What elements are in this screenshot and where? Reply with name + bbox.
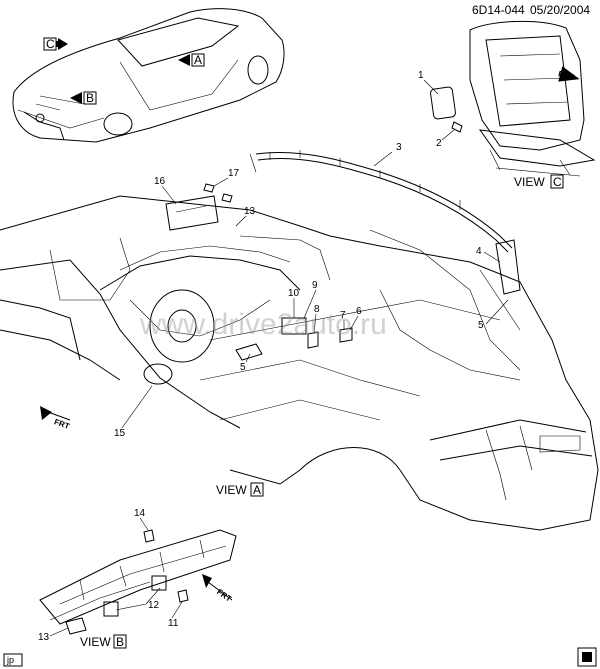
view-arrow-icon [178,53,205,67]
front-impact-sensor-12 [103,575,167,617]
callout-5-left: 5 [240,362,246,373]
curtain-inflator [495,239,521,295]
sensor-bolt-14 [143,529,155,543]
callout-7: 7 [340,310,346,321]
callout-15: 15 [114,428,126,439]
corner-code: jp [6,655,14,665]
callout-16: 16 [154,176,166,187]
sensor-bolt-11 [177,589,189,603]
roof-rail-curtain-airbag [249,150,513,253]
vehicle-body-outline [0,195,599,531]
callout-8: 8 [314,304,320,315]
knee-airbag-module [143,363,173,385]
callout-6: 6 [356,306,362,317]
view-c-letter: C [553,175,562,189]
module-bolt-17 [203,183,233,203]
frt-label-seat: FRT [557,69,574,82]
view-b-letter: B [116,635,124,649]
view-arrow-icon [70,91,97,105]
seat-side-airbag-module [430,86,456,120]
view-b-word: VIEW [80,635,111,649]
drawing-id: 6D14-044 [472,3,525,17]
impact-sensor-5 [235,343,263,361]
callout-5-right: 5 [478,320,484,331]
frt-arrow-icon [202,574,233,601]
callout-12: 12 [148,600,160,611]
frame-rail [39,529,237,625]
view-a-letter-on-car: A [194,53,202,67]
callout-4: 4 [476,246,482,257]
callout-17: 17 [228,168,240,179]
view-a-letter: A [253,483,261,497]
seat-airbag-fastener [451,121,463,133]
drawing-date: 05/20/2004 [530,3,590,17]
view-c-letter-on-car: C [46,37,55,51]
gm-logo-icon [35,113,45,123]
view-arrow-icon [43,37,68,51]
view-b-letter-on-car: B [86,91,94,105]
callout-13-bottom: 13 [38,632,50,643]
callout-9: 9 [312,280,318,291]
callout-10: 10 [288,288,300,299]
car-overview [12,8,285,143]
wiring-connector-8 [307,331,319,349]
callout-1: 1 [418,70,424,81]
callout-13-main: 13 [244,206,256,217]
wiring-connector-6 [339,327,353,343]
passenger-airbag-module [165,195,219,231]
view-c-word: VIEW [514,175,545,189]
view-a-word: VIEW [216,483,247,497]
sensor-connector-13 [65,617,87,635]
watermark: www.drive2auto.ru [139,308,387,341]
frt-arrow-icon [40,406,71,421]
gm-logo-icon [577,647,597,667]
seat-illustration [469,20,596,177]
frt-label-bottom: FRT [215,587,233,603]
callout-3: 3 [396,142,402,153]
frt-arrow-icon [558,66,580,82]
steering-wheel [149,289,215,363]
callout-11: 11 [168,618,179,629]
callout-14: 14 [134,508,146,519]
callout-2: 2 [436,138,442,149]
